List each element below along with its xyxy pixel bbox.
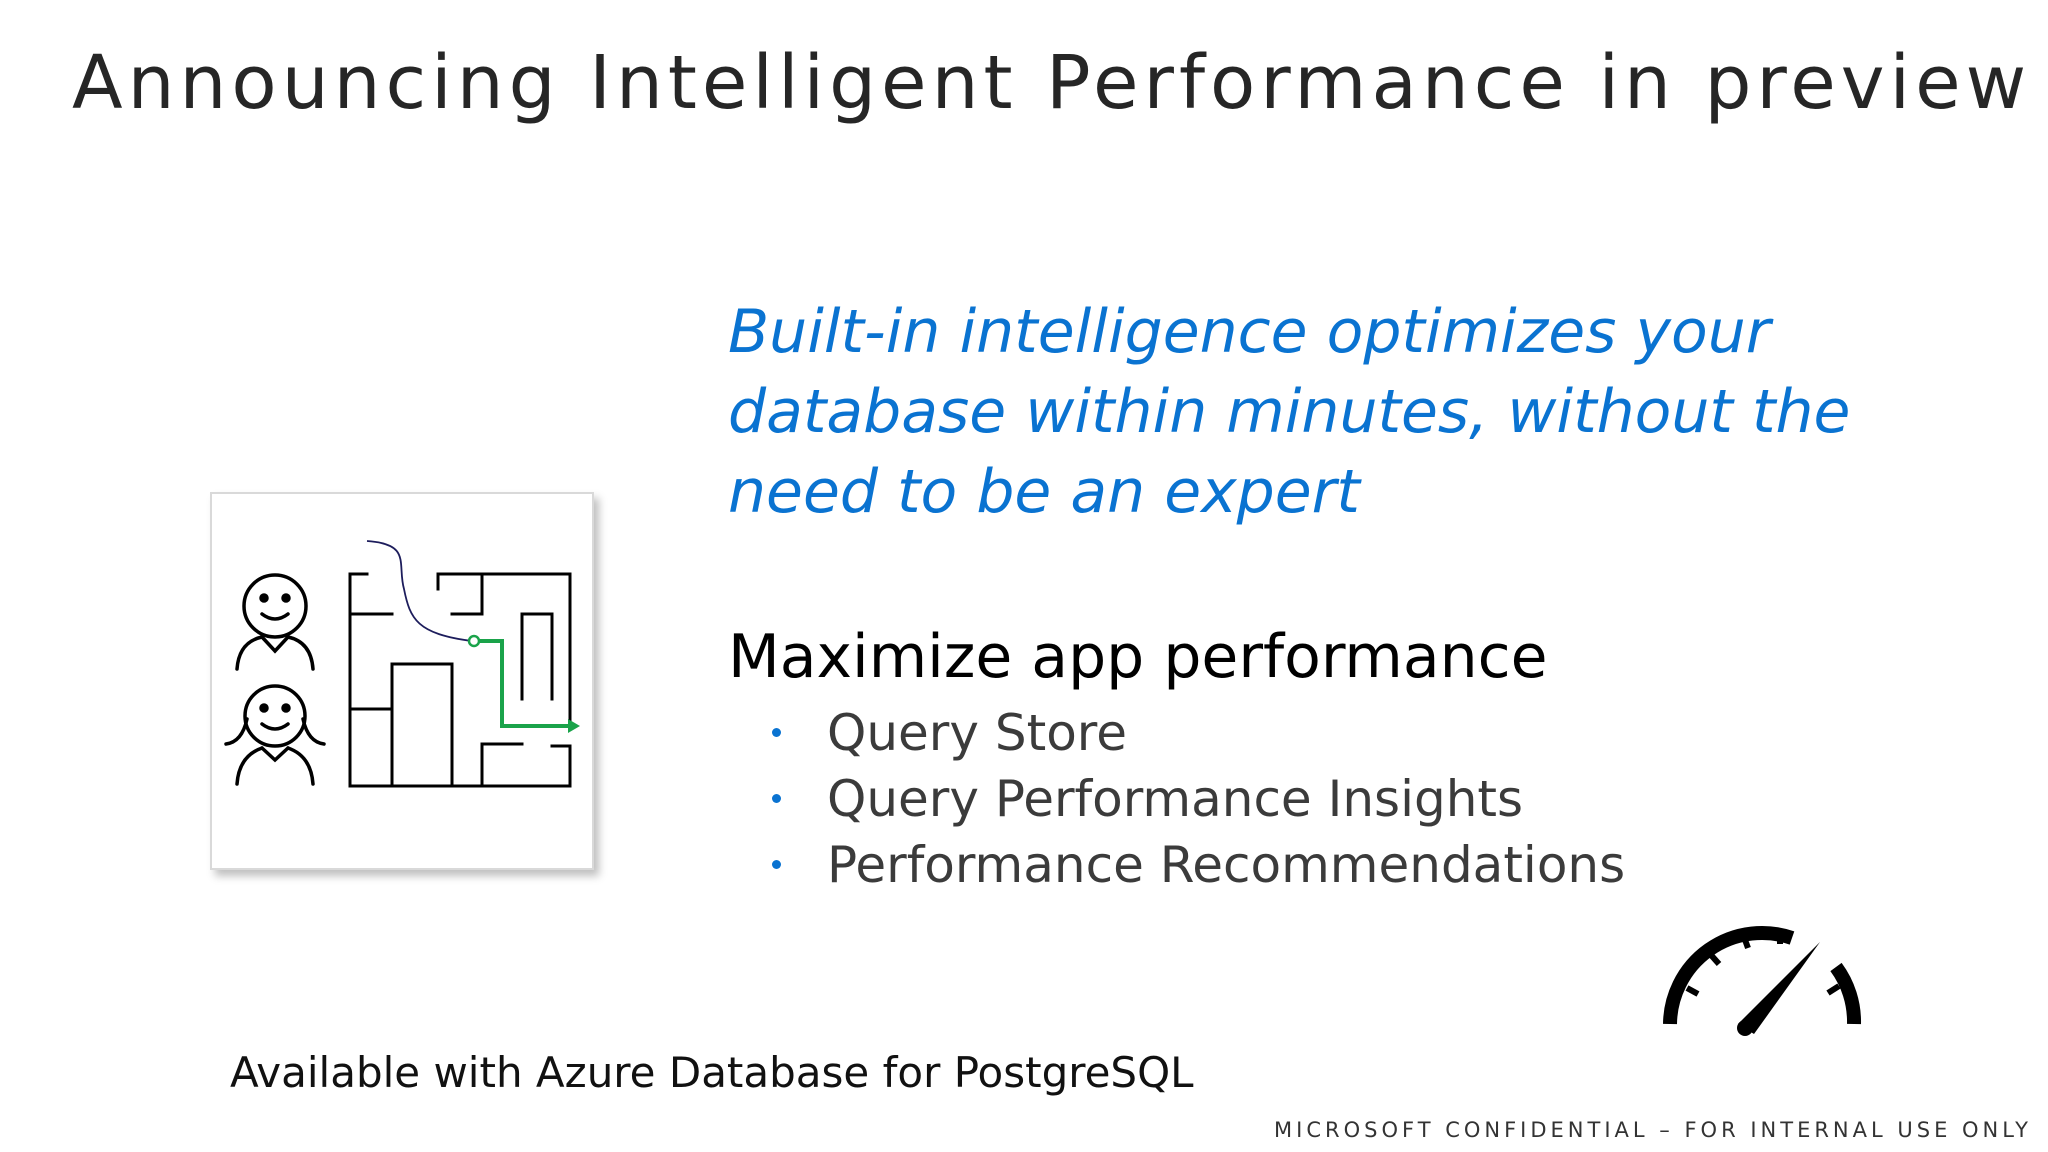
list-item-label: Performance Recommendations xyxy=(827,836,1626,894)
bullet-icon xyxy=(772,794,781,803)
people-maze-illustration xyxy=(210,492,594,870)
feature-list: Query Store Query Performance Insights P… xyxy=(768,700,1625,898)
list-item: Performance Recommendations xyxy=(768,832,1625,898)
slide-title: Announcing Intelligent Performance in pr… xyxy=(72,40,2032,126)
list-item: Query Performance Insights xyxy=(768,766,1625,832)
speedometer-illustration xyxy=(1650,900,1870,1044)
list-item-label: Query Performance Insights xyxy=(827,770,1524,828)
list-item-label: Query Store xyxy=(827,704,1127,762)
availability-note: Available with Azure Database for Postgr… xyxy=(230,1048,1194,1097)
list-item: Query Store xyxy=(768,700,1625,766)
tagline: Built-in intelligence optimizes your dat… xyxy=(728,297,1851,527)
people-maze-icon xyxy=(224,540,580,788)
bullet-icon xyxy=(772,728,781,737)
confidentiality-footer: MICROSOFT CONFIDENTIAL – FOR INTERNAL US… xyxy=(1274,1118,2032,1142)
speedometer-icon xyxy=(1663,925,1862,1036)
section-heading: Maximize app performance xyxy=(728,622,1548,692)
bullet-icon xyxy=(772,860,781,869)
